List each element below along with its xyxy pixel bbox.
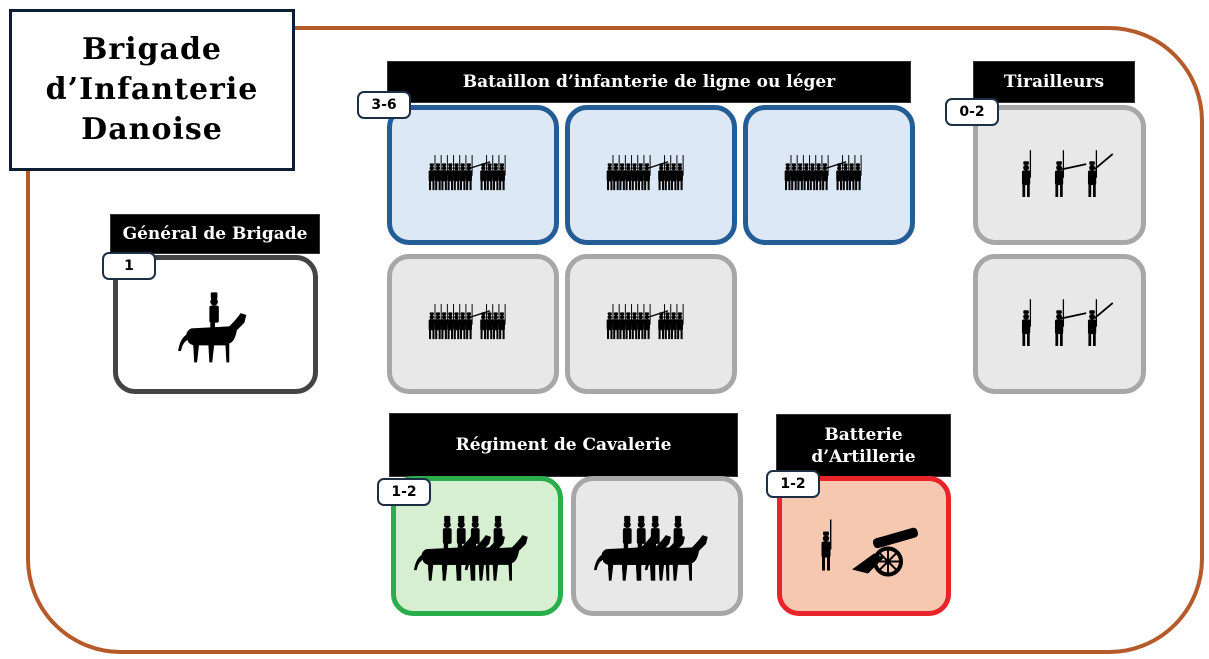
skirmishers-card-2[interactable] [973, 254, 1146, 394]
brigade-frame [26, 26, 1204, 654]
infantry-line-icon [606, 155, 684, 191]
infantry-line-icon [428, 304, 506, 340]
cavalry-count-badge: 1-2 [377, 478, 431, 506]
horseman-icon [177, 291, 246, 362]
infantry-line-icon [606, 304, 684, 340]
infantry-card-2[interactable] [565, 105, 737, 245]
cavalry-icon [414, 515, 528, 581]
infantry-card-4[interactable] [387, 254, 559, 394]
artillery-count-badge: 1-2 [766, 470, 820, 498]
general-header: Général de Brigade [110, 214, 320, 254]
cannon-icon [821, 519, 919, 577]
brigade-title-box: Brigade d’Infanterie Danoise [9, 9, 295, 171]
skirmishers-count-badge: 0-2 [945, 98, 999, 126]
artillery-card[interactable] [777, 476, 951, 616]
general-count-badge: 1 [102, 252, 156, 280]
cavalry-icon [594, 515, 708, 581]
general-card[interactable] [113, 255, 318, 394]
infantry-card-5[interactable] [565, 254, 737, 394]
cavalry-header: Régiment de Cavalerie [389, 413, 738, 477]
infantry-header: Bataillon d’infanterie de ligne ou léger [387, 61, 911, 103]
skirmishers-header: Tirailleurs [973, 61, 1135, 103]
infantry-card-1[interactable] [387, 105, 559, 245]
skirmishers-card-1[interactable] [973, 105, 1146, 245]
infantry-line-icon [428, 155, 506, 191]
skirmishers-icon [1021, 150, 1113, 197]
cavalry-card-2[interactable] [571, 476, 743, 616]
infantry-line-icon [784, 155, 862, 191]
infantry-card-3[interactable] [743, 105, 915, 245]
infantry-count-badge: 3-6 [357, 91, 411, 119]
skirmishers-icon [1021, 299, 1113, 346]
artillery-header: Batterie d’Artillerie [776, 414, 951, 477]
brigade-title: Brigade d’Infanterie Danoise [45, 32, 259, 147]
